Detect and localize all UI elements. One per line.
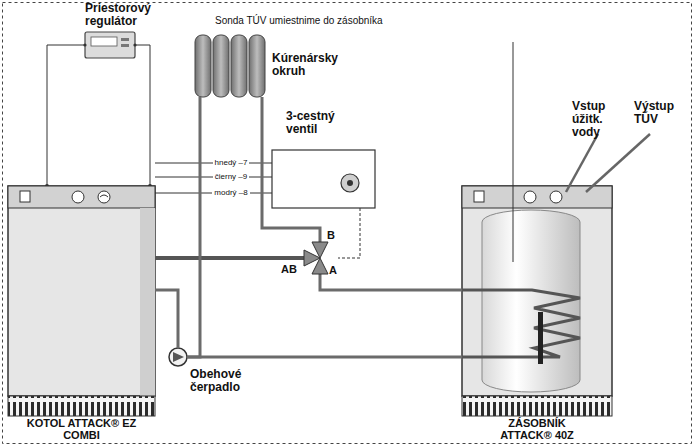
return-pipe [155, 290, 178, 348]
hot-water-tank [462, 186, 612, 396]
valve-body [272, 228, 328, 278]
node-label: KOTOL ATTACK® EZ COMBI [8, 417, 155, 441]
valve-actuator [272, 150, 375, 258]
return-pipe [155, 290, 178, 348]
port-label: B [327, 229, 341, 241]
valve-body [272, 228, 320, 242]
sensor-line [513, 42, 514, 262]
room-thermostat: Priestorový regulátor [85, 32, 135, 58]
hot-water-tank [538, 312, 543, 364]
supply-pipe [155, 258, 272, 259]
hot-water-tank [474, 191, 484, 202]
node-label: Kúrenársky okruh [272, 52, 352, 78]
dashed-frame [3, 3, 692, 444]
pump-symbol [169, 348, 187, 366]
water-pipes [566, 134, 598, 192]
return-pipe [187, 357, 462, 358]
node-label: ZÁSOBNÍK ATTACK® 40Z [487, 417, 587, 441]
radiator [195, 35, 211, 97]
hot-water-tank [462, 290, 580, 357]
radiator [195, 35, 265, 97]
room-thermostat [85, 32, 135, 58]
valve-body [312, 258, 328, 274]
boiler: KOTOL ATTACK® EZ COMBI [8, 186, 155, 416]
pipe-label: Vstup úžitk. vody [572, 100, 632, 140]
circulation-pump: Obehové čerpadlo [169, 348, 187, 366]
port-label: AB [281, 263, 301, 275]
node-label: 3-cestný ventil [286, 110, 348, 136]
heating-pipe [262, 97, 272, 228]
room-thermostat [85, 32, 135, 58]
valve-actuator [272, 150, 375, 208]
valve-actuator [347, 180, 353, 186]
room-thermostat [121, 38, 129, 41]
boiler [20, 191, 30, 202]
boiler [98, 191, 110, 203]
boiler [72, 191, 84, 203]
hot-water-tank: ZÁSOBNÍK ATTACK® 40Z [462, 186, 612, 416]
heating-pipe [320, 278, 462, 290]
pipe-label: Výstup TÚV [634, 100, 686, 126]
hot-water-tank [550, 191, 562, 203]
valve-actuator [338, 208, 360, 258]
note: Sonda TÚV umiestnime do zásobníka [215, 15, 455, 26]
return-pipe [187, 97, 200, 357]
boiler [140, 208, 155, 396]
wire-label: čierny –9 [213, 172, 249, 182]
boiler [8, 186, 155, 416]
pump-symbol [173, 352, 184, 362]
water-pipes [586, 134, 650, 192]
port-label: A [329, 264, 343, 276]
heating-circuit: Kúrenársky okruh [195, 35, 267, 97]
boiler [8, 186, 155, 208]
boiler [8, 396, 155, 416]
thermostat-wire [133, 43, 136, 46]
hot-water-tank [462, 396, 612, 416]
radiator [249, 35, 265, 97]
valve-body [272, 256, 304, 260]
boiler [8, 186, 155, 396]
node-label: Obehové čerpadlo [190, 368, 268, 394]
room-thermostat [91, 37, 117, 46]
valve-body [319, 274, 322, 278]
hot-water-tank [524, 191, 536, 203]
node-label: Priestorový regulátor [85, 2, 175, 28]
three-way-valve: 3-cestný ventil [272, 150, 375, 278]
boiler [100, 195, 108, 197]
valve-actuator [341, 174, 359, 192]
room-thermostat [121, 44, 129, 47]
thermostat-wire [45, 43, 152, 188]
thermostat-wire [135, 45, 150, 186]
heating-pipe [320, 278, 462, 290]
sensor-line [513, 42, 514, 262]
hot-water-tank [462, 186, 612, 416]
return-pipe [187, 97, 200, 357]
control-wire [47, 45, 85, 186]
pump-symbol [169, 348, 187, 366]
radiator [231, 35, 247, 97]
wire-label: modrý –8 [212, 188, 249, 198]
heating-pipe [262, 97, 272, 228]
radiator [213, 35, 229, 97]
supply-pipe [155, 256, 272, 260]
water-pipes [566, 134, 650, 192]
control-wire [47, 45, 85, 186]
return-pipe [187, 356, 462, 359]
wire-label: hnedý –7 [213, 158, 250, 168]
